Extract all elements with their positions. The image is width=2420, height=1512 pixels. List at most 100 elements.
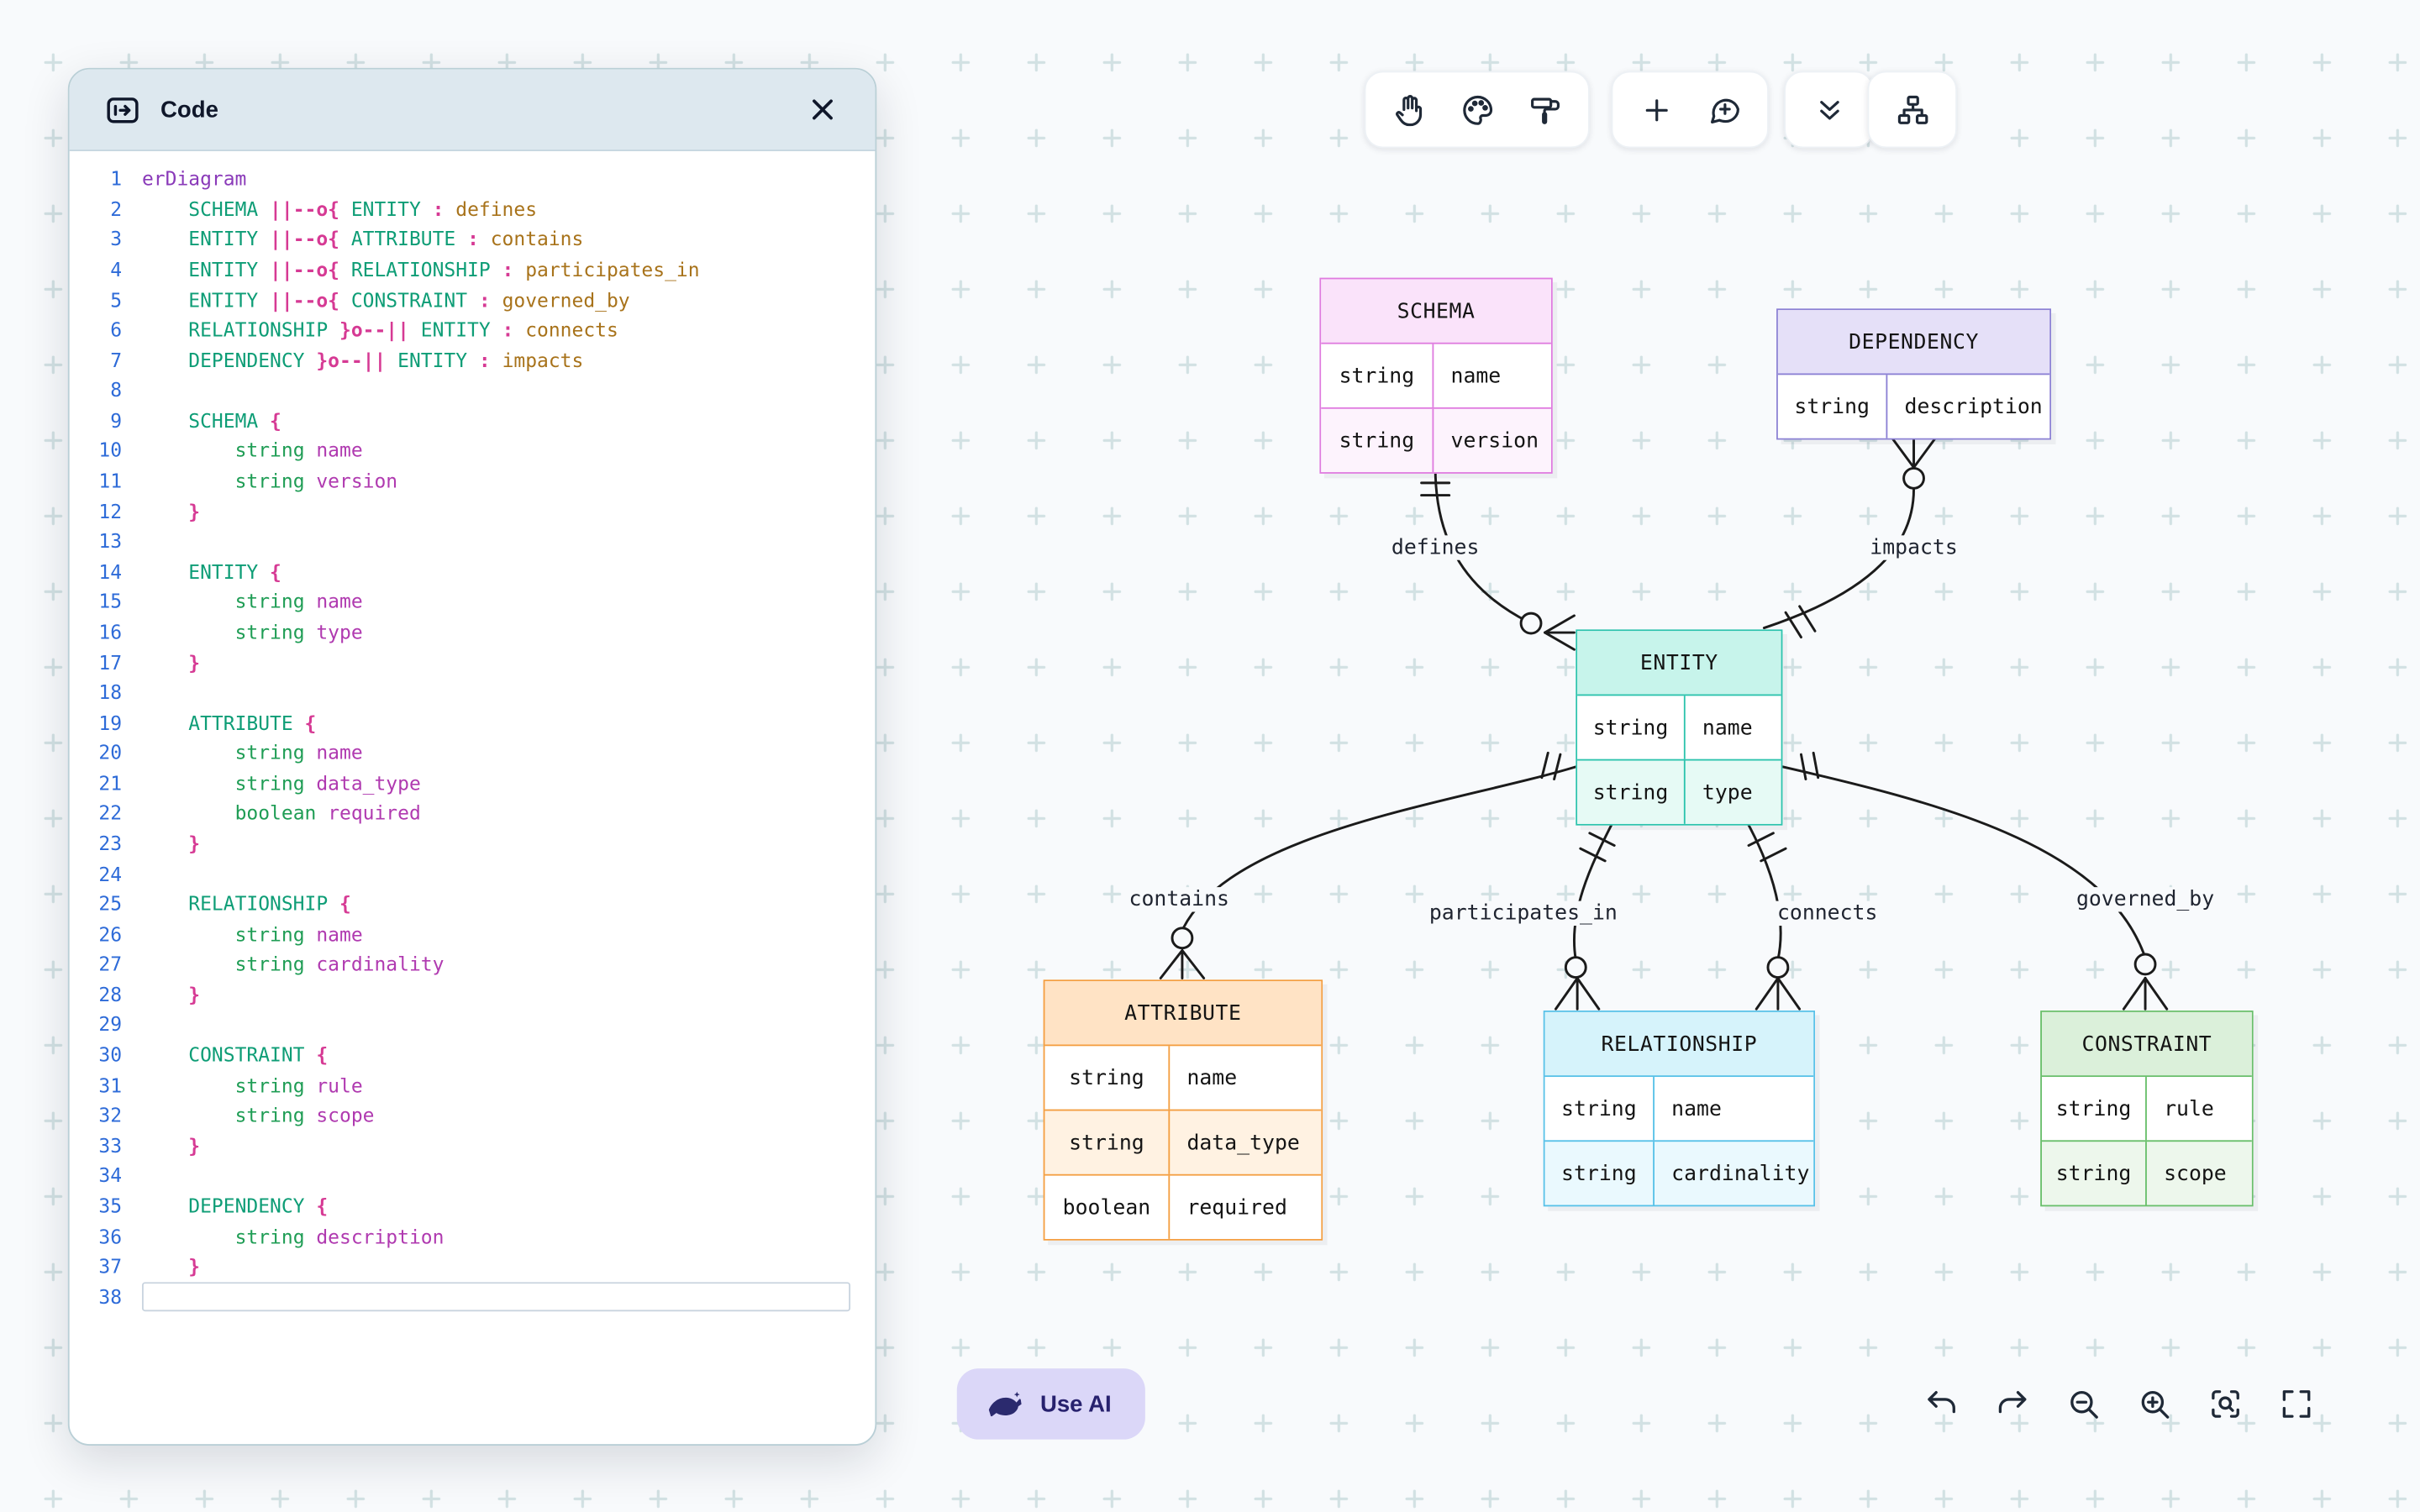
entity-entity[interactable]: ENTITYstringnamestringtype bbox=[1576, 629, 1782, 825]
code-line[interactable]: 19 ATTRIBUTE { bbox=[70, 707, 876, 738]
line-text: RELATIONSHIP }o--|| ENTITY : connects bbox=[142, 318, 618, 342]
attribute-name: version bbox=[1434, 409, 1551, 472]
palette-button[interactable] bbox=[1449, 81, 1505, 137]
code-line[interactable]: 1erDiagram bbox=[70, 164, 876, 194]
line-text: RELATIONSHIP { bbox=[142, 892, 351, 916]
code-line[interactable]: 16 string type bbox=[70, 617, 876, 647]
zoom-out-button[interactable] bbox=[2059, 1379, 2108, 1429]
code-line[interactable]: 11 string version bbox=[70, 465, 876, 496]
code-line[interactable]: 28 } bbox=[70, 979, 876, 1010]
entity-attribute-row: stringcardinality bbox=[1545, 1140, 1814, 1205]
line-number: 5 bbox=[70, 288, 122, 312]
zoom-in-button[interactable] bbox=[2130, 1379, 2180, 1429]
line-text: ENTITY { bbox=[142, 559, 281, 583]
code-editor[interactable]: 1erDiagram2 SCHEMA ||--o{ ENTITY : defin… bbox=[70, 151, 876, 1444]
code-line[interactable]: 7 DEPENDENCY }o--|| ENTITY : impacts bbox=[70, 344, 876, 375]
paint-roller-button[interactable] bbox=[1518, 81, 1573, 137]
line-text: string scope bbox=[142, 1104, 375, 1127]
palette-icon bbox=[1460, 92, 1495, 127]
code-line[interactable]: 5 ENTITY ||--o{ CONSTRAINT : governed_by bbox=[70, 285, 876, 315]
code-line[interactable]: 6 RELATIONSHIP }o--|| ENTITY : connects bbox=[70, 314, 876, 344]
redo-button[interactable] bbox=[1988, 1379, 2038, 1429]
entity-constraint[interactable]: CONSTRAINTstringrulestringscope bbox=[2040, 1011, 2253, 1206]
attribute-name: rule bbox=[2147, 1077, 2252, 1140]
line-text: SCHEMA { bbox=[142, 409, 281, 433]
code-line[interactable]: 36 string description bbox=[70, 1221, 876, 1251]
add-button[interactable] bbox=[1628, 81, 1684, 137]
line-number: 37 bbox=[70, 1254, 122, 1278]
line-text: ENTITY ||--o{ CONSTRAINT : governed_by bbox=[142, 288, 630, 312]
attribute-type: boolean bbox=[1044, 1176, 1170, 1239]
line-text: string name bbox=[142, 590, 363, 613]
use-ai-label: Use AI bbox=[1040, 1391, 1112, 1417]
code-line[interactable]: 4 ENTITY ||--o{ RELATIONSHIP : participa… bbox=[70, 255, 876, 285]
attribute-name: name bbox=[1686, 696, 1781, 759]
code-line[interactable]: 9 SCHEMA { bbox=[70, 405, 876, 435]
line-number: 25 bbox=[70, 892, 122, 916]
line-text: string rule bbox=[142, 1074, 363, 1097]
code-line[interactable]: 15 string name bbox=[70, 586, 876, 617]
code-line[interactable]: 24 bbox=[70, 858, 876, 889]
pan-hand-button[interactable] bbox=[1381, 81, 1437, 137]
pan-hand-icon bbox=[1392, 92, 1427, 127]
code-line[interactable]: 2 SCHEMA ||--o{ ENTITY : defines bbox=[70, 194, 876, 224]
close-button[interactable] bbox=[801, 88, 844, 131]
code-line[interactable]: 38 bbox=[70, 1281, 876, 1311]
code-line[interactable]: 18 bbox=[70, 677, 876, 707]
code-line[interactable]: 23 } bbox=[70, 828, 876, 858]
code-line[interactable]: 35 DEPENDENCY { bbox=[70, 1190, 876, 1221]
code-line[interactable]: 10 string name bbox=[70, 435, 876, 465]
entity-attribute-row: stringdescription bbox=[1778, 373, 2049, 438]
collapse-chevrons-button[interactable] bbox=[1801, 81, 1856, 137]
undo-icon bbox=[1923, 1385, 1960, 1422]
cursor-line-box[interactable] bbox=[142, 1283, 850, 1312]
line-number: 31 bbox=[70, 1074, 122, 1097]
entity-schema[interactable]: SCHEMAstringnamestringversion bbox=[1319, 278, 1552, 474]
entity-title: CONSTRAINT bbox=[2042, 1012, 2252, 1075]
diagram-type-button[interactable] bbox=[1885, 81, 1940, 137]
code-line[interactable]: 17 } bbox=[70, 647, 876, 677]
line-text: erDiagram bbox=[142, 167, 246, 191]
code-line[interactable]: 26 string name bbox=[70, 919, 876, 949]
code-line[interactable]: 3 ENTITY ||--o{ ATTRIBUTE : contains bbox=[70, 224, 876, 255]
code-line[interactable]: 14 ENTITY { bbox=[70, 556, 876, 586]
line-number: 6 bbox=[70, 318, 122, 342]
code-line[interactable]: 31 string rule bbox=[70, 1069, 876, 1100]
code-line[interactable]: 13 bbox=[70, 526, 876, 556]
line-number: 24 bbox=[70, 862, 122, 885]
entity-dependency[interactable]: DEPENDENCYstringdescription bbox=[1776, 308, 2051, 439]
code-line[interactable]: 30 CONSTRAINT { bbox=[70, 1040, 876, 1070]
entity-title: ATTRIBUTE bbox=[1044, 981, 1321, 1044]
code-line[interactable]: 12 } bbox=[70, 496, 876, 526]
zoom-scan-button[interactable] bbox=[2201, 1379, 2250, 1429]
entity-relationship[interactable]: RELATIONSHIPstringnamestringcardinality bbox=[1544, 1011, 1815, 1206]
line-text: string name bbox=[142, 439, 363, 463]
fullscreen-button[interactable] bbox=[2272, 1379, 2322, 1429]
add-comment-button[interactable] bbox=[1697, 81, 1752, 137]
line-number: 38 bbox=[70, 1284, 122, 1308]
code-line[interactable]: 34 bbox=[70, 1160, 876, 1190]
code-line[interactable]: 21 string data_type bbox=[70, 768, 876, 798]
line-number: 2 bbox=[70, 197, 122, 221]
code-line[interactable]: 25 RELATIONSHIP { bbox=[70, 889, 876, 919]
line-number: 30 bbox=[70, 1043, 122, 1067]
code-line[interactable]: 33 } bbox=[70, 1130, 876, 1160]
code-line[interactable]: 20 string name bbox=[70, 738, 876, 768]
zoom-in-icon bbox=[2136, 1385, 2173, 1422]
code-panel-header[interactable]: Code bbox=[70, 70, 876, 151]
code-line[interactable]: 32 string scope bbox=[70, 1100, 876, 1130]
code-line[interactable]: 27 string cardinality bbox=[70, 949, 876, 979]
use-ai-button[interactable]: Use AI bbox=[957, 1368, 1145, 1439]
line-number: 34 bbox=[70, 1164, 122, 1188]
attribute-name: scope bbox=[2147, 1142, 2252, 1205]
code-line[interactable]: 29 bbox=[70, 1010, 876, 1040]
entity-attribute[interactable]: ATTRIBUTEstringnamestringdata_typeboolea… bbox=[1044, 979, 1323, 1240]
attribute-name: name bbox=[1170, 1046, 1321, 1109]
code-line[interactable]: 8 bbox=[70, 375, 876, 405]
code-line[interactable]: 22 boolean required bbox=[70, 798, 876, 828]
attribute-name: data_type bbox=[1170, 1110, 1321, 1173]
code-line[interactable]: 37 } bbox=[70, 1251, 876, 1281]
line-number: 9 bbox=[70, 409, 122, 433]
attribute-type: string bbox=[1577, 761, 1686, 824]
undo-button[interactable] bbox=[1917, 1379, 1966, 1429]
